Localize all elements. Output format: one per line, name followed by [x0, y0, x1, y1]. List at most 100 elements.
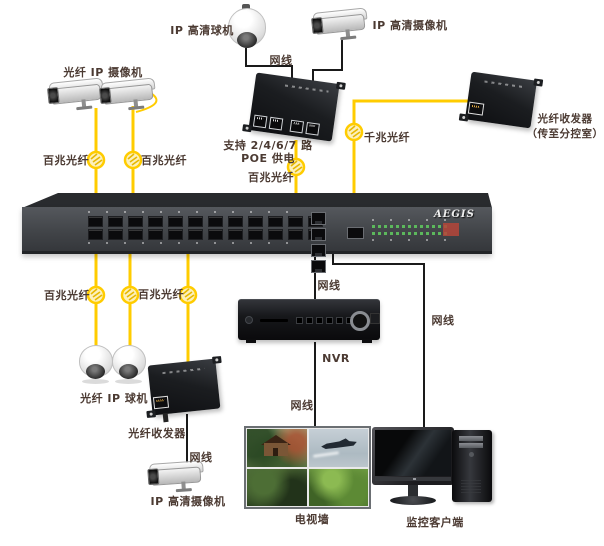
tower-power-button [469, 452, 474, 457]
nvr-display [370, 313, 380, 324]
sfp-port [128, 229, 143, 240]
tower-vents [461, 480, 481, 494]
client-label: 监控客户端 [406, 516, 464, 529]
fiber-coil-icon [86, 285, 106, 305]
nvr-label: NVR [322, 352, 350, 365]
fiber-coil-icon [178, 285, 198, 305]
led-row-1 [372, 225, 447, 228]
drive-bay [459, 443, 483, 448]
sfp-port [188, 216, 203, 227]
nvr-disc-slot [260, 319, 288, 322]
led-green [390, 225, 393, 228]
led-red-block [443, 223, 459, 236]
led-green [372, 232, 375, 235]
camera-lens [99, 87, 112, 105]
switch-top-face [22, 193, 492, 208]
sfp-port [288, 229, 303, 240]
led-green [426, 232, 429, 235]
led-green [414, 225, 417, 228]
mounting-ear [458, 113, 469, 122]
led-green [384, 232, 387, 235]
tv-wall [244, 426, 371, 509]
led-label-strip [372, 239, 458, 241]
rj45-port [311, 260, 326, 273]
bottom-transceiver-label: 光纤收发器 [128, 427, 186, 440]
fiber-coil-icon [86, 150, 106, 170]
bottom-domes-label: 光纤 IP 球机 [80, 392, 148, 405]
sfp-port [208, 229, 223, 240]
tv-cell-house-scene [247, 429, 307, 467]
monitor-bezel [375, 477, 451, 481]
poe-fiber-switch [242, 72, 346, 142]
dome-stem [242, 4, 250, 10]
led-green [384, 225, 387, 228]
fiber-ip-bullet-camera-1 [47, 77, 107, 115]
ethernet-label-nvr-bottom: 网线 [290, 399, 314, 412]
transceiver-port [152, 395, 170, 410]
led-green [402, 225, 405, 228]
dome-lens [86, 364, 105, 379]
camera-foot [128, 105, 145, 111]
jet-contrail [312, 451, 339, 458]
led-row-2 [372, 232, 447, 235]
tv-cell-foliage-dark [247, 468, 307, 506]
fiber-100m-label: 百兆光纤 [141, 154, 187, 167]
led-green [372, 225, 375, 228]
led-green [408, 225, 411, 228]
poe-port [305, 121, 320, 136]
camera-foot [175, 488, 192, 493]
ethernet-label-bottom-left: 网线 [189, 451, 213, 464]
sfp-port [88, 229, 103, 240]
sfp-port-row-1 [88, 216, 323, 227]
led-green [396, 232, 399, 235]
led-green [390, 232, 393, 235]
fiber-coil-icons [86, 122, 364, 305]
core-fiber-switch: AEGIS [20, 193, 492, 273]
rj45-port [311, 244, 326, 257]
nvr-jog-dial [350, 311, 370, 331]
dome-lens [119, 364, 138, 379]
tv-cell-foliage-bright [308, 468, 368, 506]
poe-port [252, 114, 268, 129]
port-number-strip [88, 242, 300, 244]
monitor-screen [375, 430, 451, 476]
top-bullet-label: IP 高清摄像机 [372, 19, 448, 32]
jet-silhouette [320, 437, 357, 451]
fiber-transceiver-bottom [146, 355, 222, 423]
nvr-foot [362, 339, 372, 343]
sfp-port [108, 216, 123, 227]
nvr-foot [246, 339, 256, 343]
ethernet-label-top: 网线 [269, 54, 293, 67]
fiber-pigtail [135, 93, 158, 113]
led-green [432, 225, 435, 228]
fiber-ip-bullet-camera-2 [99, 77, 159, 115]
fiber-100m-label: 百兆光纤 [44, 289, 90, 302]
ethernet-label-client: 网线 [431, 314, 455, 327]
mounting-ear [212, 355, 222, 364]
rj45-uplink-ports [311, 212, 341, 273]
poe-port [268, 116, 284, 131]
fiber-ip-cameras-label: 光纤 IP 摄像机 [63, 66, 143, 79]
fiber-coil-icon [286, 157, 306, 177]
led-green [438, 232, 441, 235]
fiber-coil-icon [344, 122, 364, 142]
led-green [432, 232, 435, 235]
led-green [402, 232, 405, 235]
right-transceiver-line2: （传至分控室） [526, 128, 604, 140]
mounting-ear [242, 124, 253, 133]
ip-hd-bullet-camera-top [311, 7, 371, 45]
camera-lens [311, 17, 324, 35]
sfp-port [168, 216, 183, 227]
tv-cell-jet-scene [308, 429, 368, 467]
sfp-port [188, 229, 203, 240]
fiber-switch-to-right-transceiver [352, 99, 472, 235]
tv-wall-label: 电视墙 [294, 513, 330, 526]
dome-shadow [115, 379, 142, 384]
rj45-port [311, 212, 326, 225]
sfp-port [268, 216, 283, 227]
led-green [420, 225, 423, 228]
switch-brand-logo: AEGIS [434, 209, 475, 220]
camera-lens [47, 87, 60, 105]
fiber-1g-label: 千兆光纤 [364, 131, 410, 144]
